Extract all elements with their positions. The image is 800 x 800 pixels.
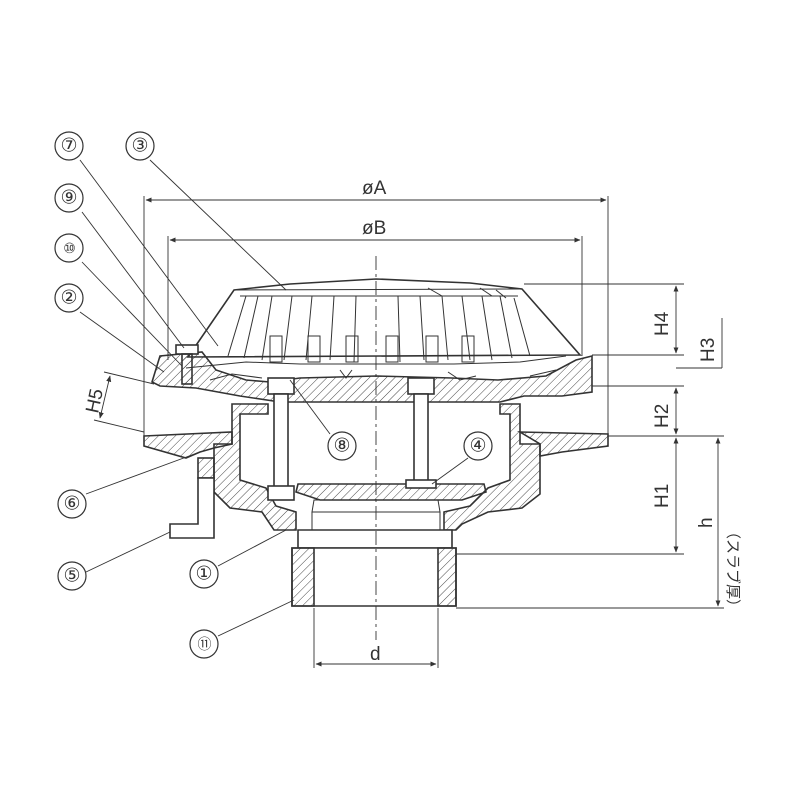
callout-10: ⑩	[54, 233, 84, 263]
dim-label-oA: øA	[362, 178, 387, 199]
leader-lines	[79, 159, 469, 637]
outlet-pipe	[291, 547, 457, 607]
clamp-ring	[151, 351, 593, 403]
svg-text:②: ②	[60, 288, 77, 309]
callout-3: ③	[125, 131, 155, 161]
anchor-hook	[169, 457, 215, 539]
svg-text:⑦: ⑦	[60, 136, 77, 157]
dim-label-h3: H3	[698, 338, 719, 362]
svg-text:④: ④	[469, 436, 486, 457]
callout-8: ⑧	[327, 431, 357, 461]
dim-label-h1: H1	[652, 484, 673, 508]
svg-text:③: ③	[131, 136, 148, 157]
dome-strainer	[186, 278, 582, 363]
callout-2: ②	[54, 283, 84, 313]
svg-text:⑪: ⑪	[198, 636, 212, 652]
svg-text:⑧: ⑧	[333, 436, 350, 457]
dim-label-h2: H2	[652, 404, 673, 428]
callout-4: ④	[463, 431, 493, 461]
svg-text:①: ①	[195, 564, 212, 585]
callout-11: ⑪	[189, 629, 219, 659]
svg-text:⑤: ⑤	[63, 566, 80, 587]
callout-5: ⑤	[57, 561, 87, 591]
dim-label-h4: H4	[652, 311, 673, 336]
slab-thickness-note: （スラブ厚）	[724, 524, 742, 614]
callout-7: ⑦	[54, 131, 84, 161]
set-bolt	[175, 344, 199, 385]
callout-9: ⑨	[54, 183, 84, 213]
svg-text:⑥: ⑥	[63, 494, 80, 515]
dim-label-h: h	[696, 517, 717, 528]
dim-label-h5: H5	[82, 387, 108, 415]
svg-text:⑩: ⑩	[63, 240, 75, 256]
svg-text:⑨: ⑨	[60, 188, 77, 209]
dim-label-d: d	[370, 644, 381, 665]
dim-label-oB: øB	[362, 218, 386, 239]
dimension-lines	[93, 196, 724, 668]
callout-6: ⑥	[57, 489, 87, 519]
drain-body	[143, 403, 609, 549]
anchor-bolts	[267, 377, 437, 501]
callout-1: ①	[189, 559, 219, 589]
